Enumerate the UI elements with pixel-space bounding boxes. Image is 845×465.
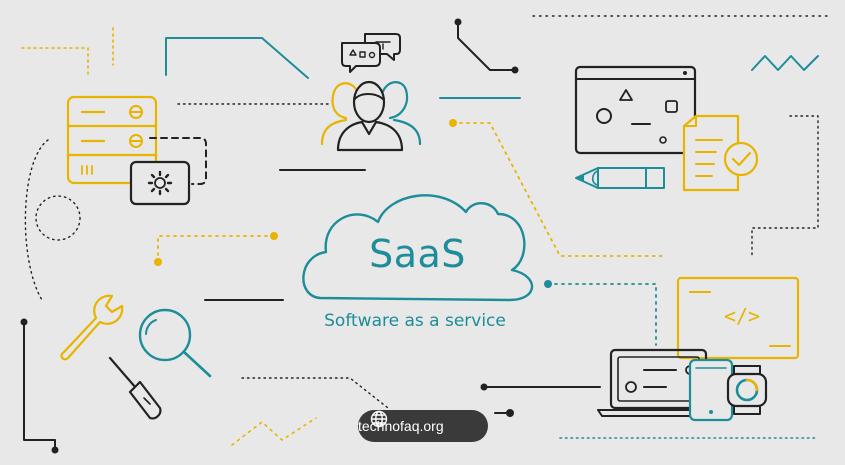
- server-icon: [66, 95, 158, 185]
- cloud-icon: [302, 194, 534, 302]
- diagram-title: SaaS: [369, 232, 466, 276]
- smartwatch-icon: [726, 365, 768, 415]
- watermark-badge: technofaq.org: [358, 410, 488, 442]
- diagram-subtitle: Software as a service: [324, 311, 506, 331]
- gear-icon: [129, 137, 207, 206]
- code-symbol: </>: [723, 304, 761, 328]
- decorative-lines: [20, 15, 829, 454]
- phone-icon: [688, 358, 734, 422]
- browser-window-icon: [574, 65, 697, 155]
- code-window-icon: [676, 276, 800, 360]
- magnifier-icon: [138, 308, 212, 378]
- users-icon: [320, 80, 422, 152]
- document-check-icon: [682, 114, 759, 192]
- wrench-icon: [60, 294, 124, 361]
- globe-icon: [370, 410, 388, 428]
- pencil-icon: [575, 167, 665, 189]
- watermark-text: technofaq.org: [358, 418, 444, 434]
- chat-bubbles-icon: [341, 33, 401, 73]
- screwdriver-icon: [108, 356, 162, 420]
